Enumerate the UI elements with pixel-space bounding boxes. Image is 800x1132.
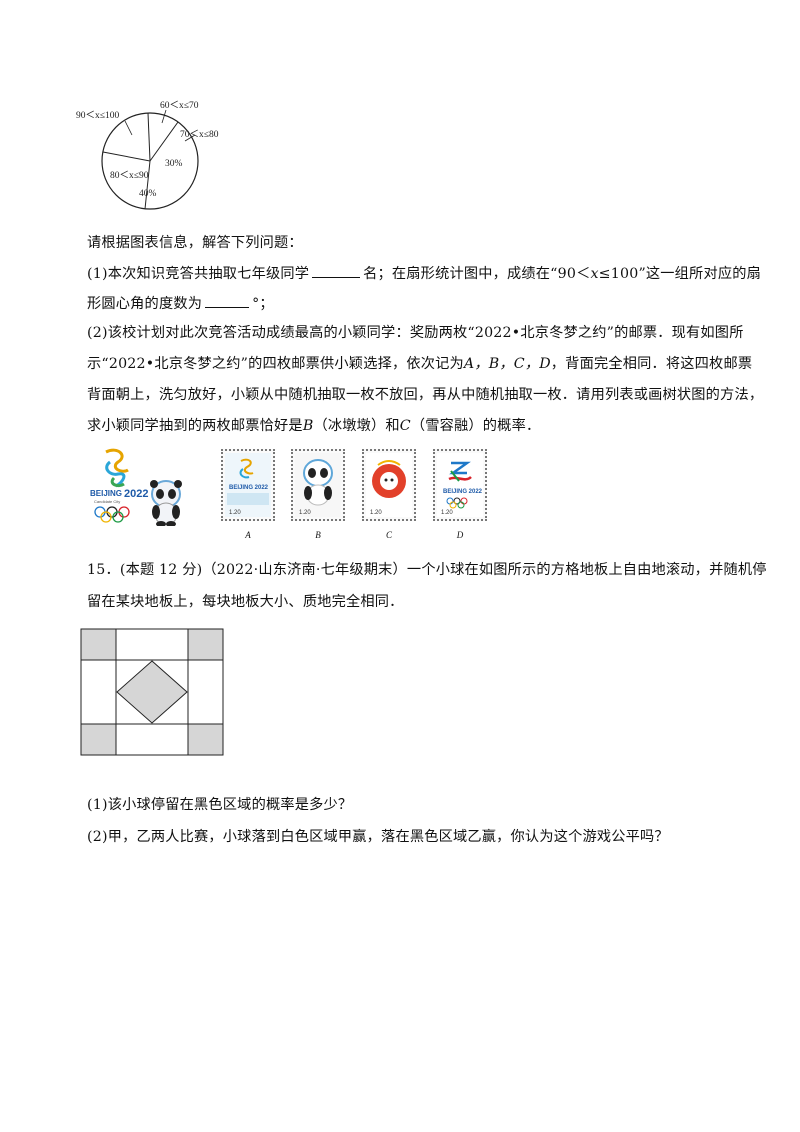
stamp-a-emblem-icon: BEIJING 2022 1.20 (225, 453, 271, 517)
svg-text:1.20: 1.20 (441, 510, 453, 516)
pie-divider-3 (144, 160, 151, 210)
gray-tile-top-left (80, 628, 117, 661)
white-tile-left (80, 659, 117, 725)
svg-text:BEIJING: BEIJING (90, 489, 122, 498)
panda-mascot-icon (150, 480, 182, 527)
svg-text:Candidate City: Candidate City (94, 499, 120, 504)
tile-floor-grid (80, 628, 224, 756)
pie-percent-30: 30% (165, 159, 183, 169)
svg-text:1.20: 1.20 (370, 510, 382, 516)
pie-divider-4 (102, 151, 151, 162)
white-tile-bottom (115, 723, 189, 756)
q14-part2-line2: 示“2022•北京冬梦之约”的四枚邮票供小颖选择，依次记为A，B，C，D，背面完… (87, 356, 753, 372)
q15-part2: (2)甲，乙两人比赛，小球落到白色区域甲赢，落在黑色区域乙赢，你认为这个游戏公平… (87, 829, 669, 845)
svg-text:1.20: 1.20 (299, 510, 311, 516)
gray-tile-bottom-right (187, 723, 224, 756)
pie-divider-2 (149, 121, 179, 162)
stamp-label-b: B (315, 530, 321, 540)
svg-text:2022: 2022 (124, 488, 148, 500)
gray-tile-bottom-left (80, 723, 117, 756)
svg-text:BEIJING 2022: BEIJING 2022 (443, 489, 483, 495)
stamp-c: 1.20 (362, 449, 416, 521)
stamp-label-c: C (385, 530, 392, 540)
answer-blank-count[interactable] (312, 263, 361, 278)
stamp-c-lantern-icon: 1.20 (366, 453, 412, 517)
bing-dwen-dwen-mascot (146, 478, 186, 527)
svg-text:BEIJING 2022: BEIJING 2022 (229, 485, 269, 491)
pie-leader-3 (184, 134, 196, 142)
pie-percent-40: 40% (139, 189, 157, 199)
stamp-b-panda-icon: 1.20 (295, 453, 341, 517)
q15-part1: (1)该小球停留在黑色区域的概率是多少？ (87, 797, 353, 813)
pie-label-90-100: 90＜x≤100 (76, 111, 119, 121)
q14-part1-line1: (1)本次知识竞答共抽取七年级同学名；在扇形统计图中，成绩在“90＜x≤100”… (87, 263, 761, 284)
stamp-d-emblem-icon: BEIJING 2022 1.20 (437, 453, 483, 517)
q15-line1: 15．(本题 12 分)（2022·山东济南·七年级期末）一个小球在如图所示的方… (87, 562, 767, 578)
beijing-2022-candidate-logo: BEIJING 2022 Candidate City (88, 446, 150, 526)
pie-leader-1 (124, 120, 133, 136)
pie-label-60-70: 60＜x≤70 (160, 101, 199, 111)
stamp-d: BEIJING 2022 1.20 (433, 449, 487, 521)
pie-label-70-80: 70＜x≤80 (180, 130, 219, 140)
pie-chart: 60＜x≤70 70＜x≤80 80＜x≤90 90＜x≤100 30% 40% (76, 101, 219, 210)
instruction: 请根据图表信息，解答下列问题： (87, 235, 303, 251)
gray-tile-top-right (187, 628, 224, 661)
white-tile-right (187, 659, 224, 725)
answer-blank-angle[interactable] (205, 293, 250, 308)
white-tile-top (115, 628, 189, 661)
pie-label-80-90: 80＜x≤90 (110, 171, 149, 181)
center-gray-diamond (116, 660, 188, 724)
pie-leader-2 (161, 109, 167, 124)
q15-line2: 留在某块地板上，每块地板大小、质地完全相同． (87, 594, 404, 610)
stamp-label-a: A (245, 530, 251, 540)
q14-part2-line4: 求小颖同学抽到的两枚邮票恰好是B（冰墩墩）和C（雪容融）的概率． (87, 418, 541, 434)
svg-text:1.20: 1.20 (229, 510, 241, 516)
olympic-logo-icon: BEIJING 2022 Candidate City (90, 448, 148, 523)
q14-part2-line1: (2)该校计划对此次竞答活动成绩最高的小颖同学：奖励两枚“2022•北京冬梦之约… (87, 325, 744, 341)
pie-divider-1 (147, 112, 151, 162)
q14-part2-line3: 背面朝上，洗匀放好，小颖从中随机抽取一枚不放回，再从中随机抽取一枚．请用列表或画… (87, 387, 764, 403)
stamp-label-d: D (456, 530, 464, 540)
stamp-a: BEIJING 2022 1.20 (221, 449, 275, 521)
q14-part1-line2: 形圆心角的度数为°； (87, 293, 274, 314)
stamp-b: 1.20 (291, 449, 345, 521)
